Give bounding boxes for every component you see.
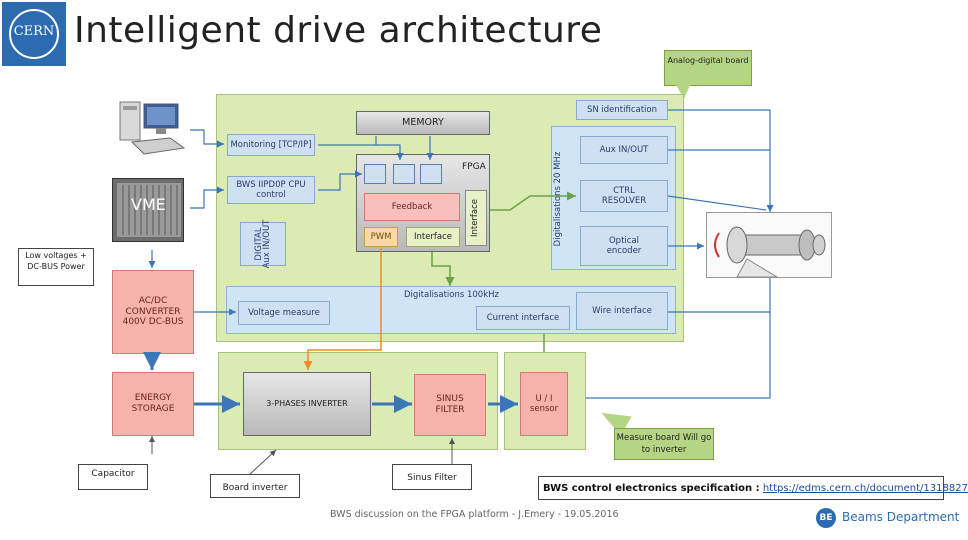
fpga-port-3: [420, 164, 442, 184]
low-voltages-label: Low voltages + DC-BUS Power: [18, 248, 94, 286]
inverter-box: 3-PHASES INVERTER: [243, 372, 371, 436]
voltage-measure-box: Voltage measure: [238, 301, 330, 325]
cern-logo: CERN: [2, 2, 66, 66]
analog-digital-callout: Analog-digital board: [664, 50, 752, 86]
sinus-filter-label: Sinus Filter: [392, 464, 472, 490]
ctrl-resolver-box: CTRL RESOLVER: [580, 180, 668, 212]
bws-cpu-box: BWS IIPD0P CPU control: [227, 176, 315, 204]
computer-icon: [118, 98, 188, 158]
sn-identification-box: SN identification: [576, 100, 668, 120]
motor-image: [706, 212, 832, 278]
fpga-port-2: [393, 164, 415, 184]
interface-box: Interface: [406, 227, 460, 247]
be-badge: BE: [816, 508, 836, 528]
digitalisations-100khz-label: Digitalisations 100kHz: [404, 290, 499, 300]
spec-box: BWS control electronics specification : …: [538, 476, 968, 500]
acdc-converter-box: AC/DC CONVERTER 400V DC-BUS: [112, 270, 194, 354]
ui-sensor-box: U / I sensor: [520, 372, 568, 436]
energy-storage-box: ENERGY STORAGE: [112, 372, 194, 436]
fpga-port-1: [364, 164, 386, 184]
sinus-filter-box: SINUS FILTER: [414, 374, 486, 436]
vme-crate-icon: VME: [112, 178, 184, 242]
spec-text: BWS control electronics specification :: [543, 483, 760, 494]
memory-box: MEMORY: [356, 111, 490, 135]
capacitor-label: Capacitor: [78, 464, 148, 490]
footer-text: BWS discussion on the FPGA platform - J.…: [330, 509, 619, 520]
vme-label: VME: [131, 195, 166, 214]
measure-board-callout: Measure board Will go to inverter: [614, 428, 714, 460]
fpga-interface-vertical: [465, 190, 487, 246]
spec-link[interactable]: https://edms.cern.ch/document/1318827: [762, 483, 968, 494]
aux-inout-box: Aux IN/OUT: [580, 136, 668, 164]
current-interface-box: Current interface: [476, 306, 570, 330]
fpga-label: FPGA: [462, 162, 486, 172]
department-name: Beams Department: [842, 510, 960, 524]
page-title: Intelligent drive architecture: [74, 10, 603, 51]
digital-aux-box: [240, 222, 286, 266]
optical-encoder-box: Optical encoder: [580, 226, 668, 266]
monitoring-box: Monitoring [TCP/IP]: [227, 134, 315, 156]
pwm-box: PWM: [364, 227, 398, 247]
wire-interface-box: Wire interface: [576, 292, 668, 330]
board-inverter-label: Board inverter: [210, 474, 300, 498]
feedback-box: Feedback: [364, 193, 460, 221]
